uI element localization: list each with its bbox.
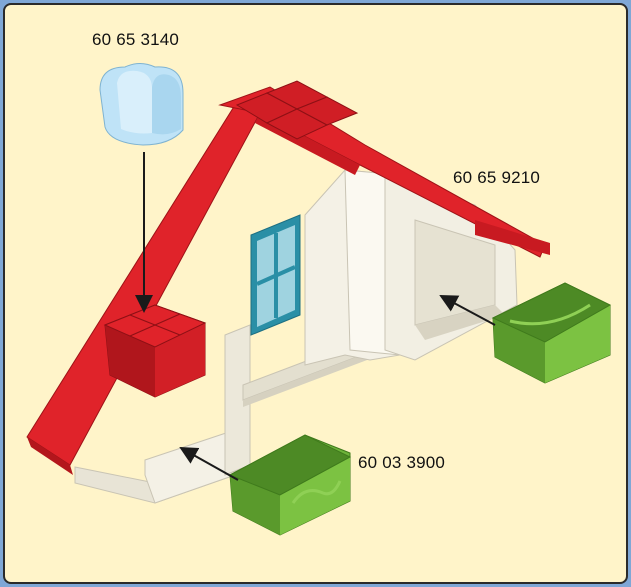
assembly-illustration xyxy=(5,5,626,582)
chimney-base xyxy=(105,305,205,397)
part-number-flower-box: 60 03 3900 xyxy=(358,453,445,473)
part-number-roof: 60 65 9210 xyxy=(453,168,540,188)
instruction-panel: 60 65 3140 60 65 9210 60 03 3900 xyxy=(3,3,628,584)
window xyxy=(251,215,300,335)
chimney-cap xyxy=(100,64,183,146)
part-number-chimney-cap: 60 65 3140 xyxy=(92,30,179,50)
